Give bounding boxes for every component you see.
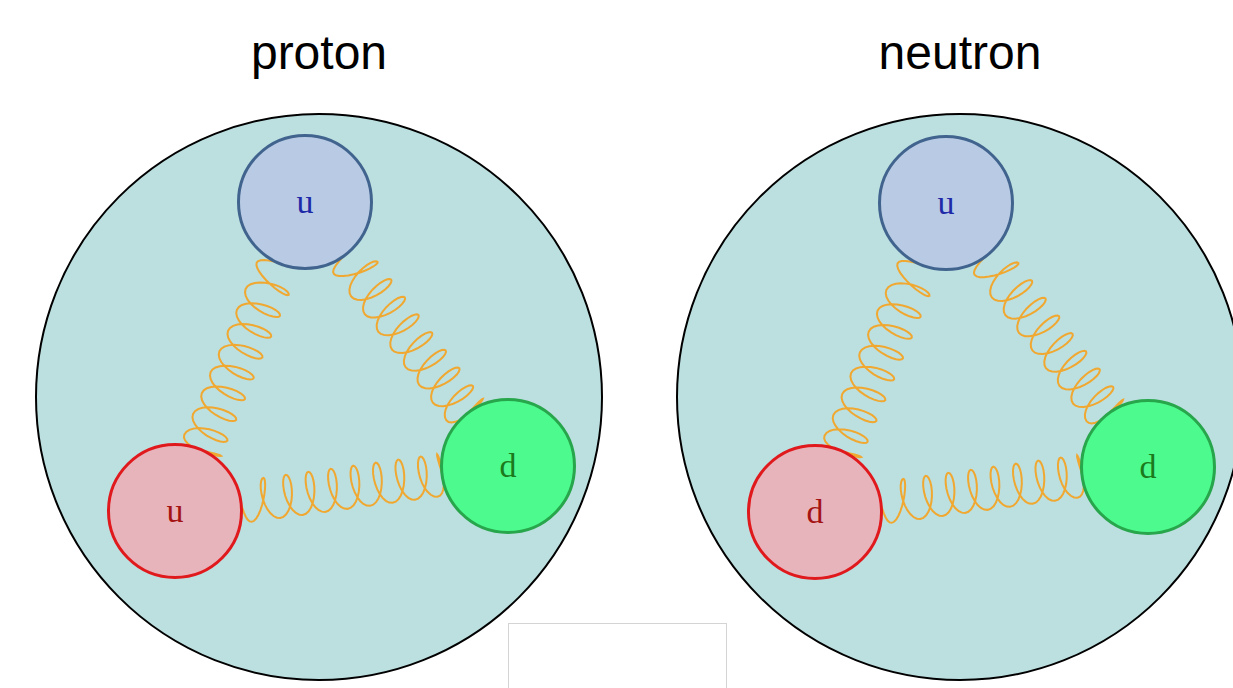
quark-flavor: u (938, 184, 955, 221)
quark-shape (749, 446, 882, 579)
quark-label-box: u (237, 134, 373, 270)
quark-label-box: u (878, 135, 1014, 271)
quark-shape (1082, 401, 1215, 534)
particle-circle: neutronudd (676, 113, 1233, 681)
particle-shape (36, 114, 602, 680)
particle-name: neutron (879, 27, 1042, 80)
quark-shape (109, 445, 242, 578)
quark-flavor: d (1140, 448, 1157, 485)
quark-flavor: d (807, 493, 824, 530)
gluon-spring (333, 254, 483, 422)
particle-heading-box: neutron (676, 21, 1233, 85)
gluon-spring (880, 455, 1083, 522)
quark-shape (880, 137, 1013, 270)
quark-circle: u (107, 443, 243, 579)
particle-circle: protonuud (35, 113, 603, 681)
quark-shape (442, 400, 575, 533)
particle-shape (677, 114, 1233, 680)
gluon-spring (824, 261, 929, 457)
particle-heading-box: proton (35, 21, 603, 85)
quark-circle: u (237, 134, 373, 270)
quark-label-box: u (107, 443, 243, 579)
quark-label-box: d (747, 444, 883, 580)
quark-flavor: u (297, 183, 314, 220)
quark-label-box: d (440, 398, 576, 534)
quark-shape (239, 136, 372, 269)
quark-flavor: u (167, 492, 184, 529)
quark-circle: u (878, 135, 1014, 271)
quark-circle: d (747, 444, 883, 580)
gluon-spring (184, 260, 289, 456)
blank-box (508, 623, 728, 688)
quark-label-box: d (1080, 399, 1216, 535)
gluon-spring (240, 454, 443, 521)
blank-box-outline (509, 624, 727, 688)
quark-circle: d (440, 398, 576, 534)
particle-name: proton (251, 27, 387, 80)
quark-flavor: d (500, 447, 517, 484)
quark-circle: d (1080, 399, 1216, 535)
gluon-spring (974, 255, 1123, 423)
